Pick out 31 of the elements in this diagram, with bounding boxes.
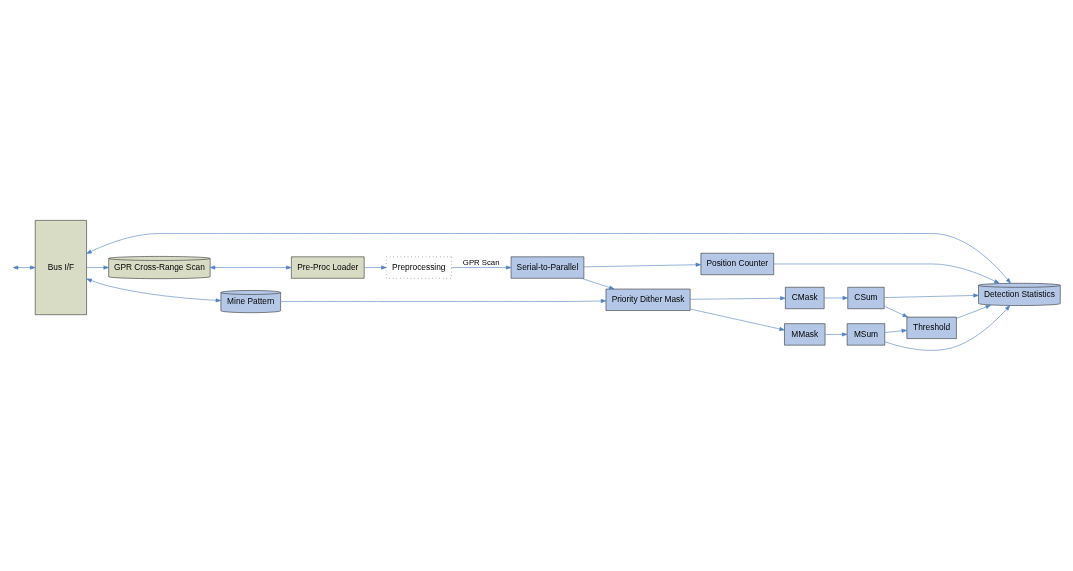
- arrow: [280, 299, 607, 303]
- arrow: [690, 308, 785, 331]
- arrow: [86, 265, 109, 270]
- arrow: [690, 296, 786, 301]
- arrow: [883, 293, 979, 298]
- arrow: [364, 265, 387, 270]
- node-box: Threshold: [906, 316, 957, 339]
- node-box: CSum: [847, 286, 885, 310]
- arrow: [884, 305, 1011, 351]
- arrow: [824, 332, 848, 337]
- arrow: [451, 265, 512, 270]
- node-box: Pre-Proc Loader: [291, 256, 365, 279]
- arrow: [583, 262, 702, 268]
- node-box: Preprocessing: [385, 256, 452, 279]
- arrow: [12, 265, 36, 270]
- node-box: Serial-to-Parallel: [510, 256, 585, 279]
- node-box: MSum: [846, 323, 886, 346]
- arrow: [86, 278, 222, 303]
- arrow: [884, 328, 907, 333]
- arrow: [86, 233, 1011, 284]
- arrow: [956, 304, 991, 319]
- arrow: [581, 278, 615, 290]
- arrow: [883, 305, 908, 318]
- node-box: Priority Dither Mask: [605, 288, 691, 311]
- arrow: [823, 296, 848, 300]
- arrow: [773, 263, 1000, 284]
- node-box: Position Counter: [700, 252, 774, 276]
- node-box: CMask: [785, 286, 825, 310]
- node-box: MMask: [784, 323, 826, 346]
- arrow: [209, 265, 292, 270]
- node-box: Bus I/F: [34, 220, 87, 315]
